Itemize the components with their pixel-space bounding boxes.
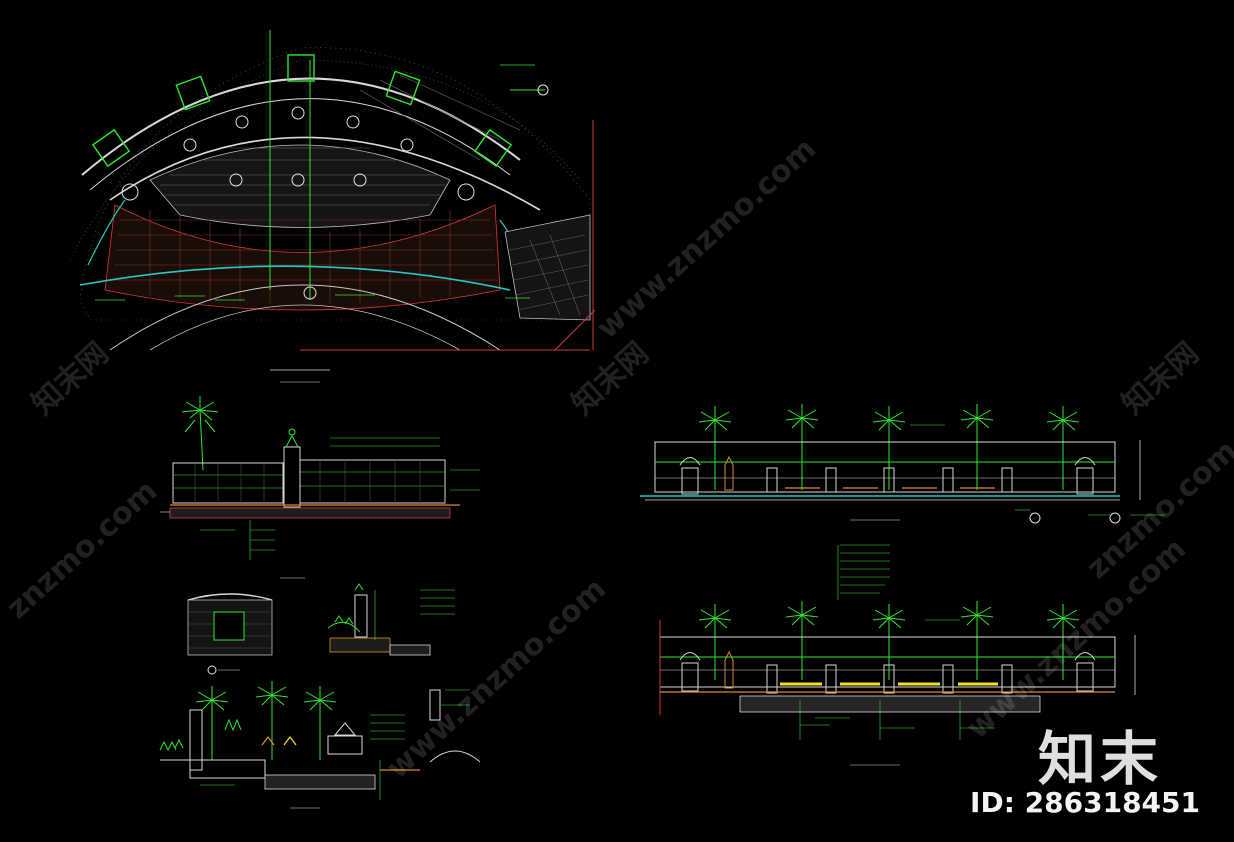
planter-section bbox=[159, 681, 481, 809]
pool-detail bbox=[187, 593, 273, 675]
wall-detail bbox=[327, 583, 455, 656]
section-right-bottom bbox=[659, 544, 1136, 766]
arc-plaza-plan bbox=[69, 30, 596, 383]
brand-logo: 知末 bbox=[1037, 725, 1162, 793]
id-label: ID: 286318451 bbox=[970, 786, 1200, 819]
elevation-right-top bbox=[640, 404, 1165, 524]
wall-elevation-left bbox=[160, 396, 480, 579]
